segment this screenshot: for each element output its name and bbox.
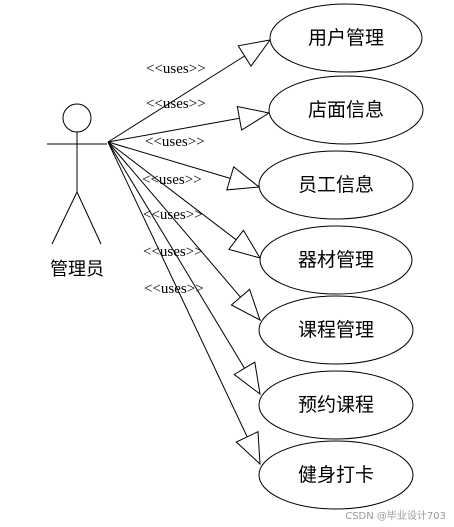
actor-admin: 管理员 [47,103,107,280]
arrow-head-icon [228,229,262,259]
actor-left-leg [51,191,78,245]
use-case-label: 器材管理 [298,249,374,271]
association-line [107,141,241,298]
association-lines [107,39,272,466]
use-case: 器材管理 [259,225,413,295]
arrow-head-icon [235,430,261,466]
use-case-label: 用户管理 [308,27,384,49]
arrow-head-icon [230,288,261,322]
use-case-label: 店面信息 [308,99,384,121]
stereotype-label: <<uses>> [146,96,206,112]
use-case-ellipse [258,440,414,510]
use-case-ellipse [258,150,414,220]
use-case: 店面信息 [268,75,424,145]
association-line [107,141,237,241]
arrow-head-icon [237,39,272,67]
stereotype-label: <<uses>> [144,281,204,297]
use-case-ellipse [268,75,424,145]
use-case-ellipse [259,225,413,295]
stereotype-label: <<uses>> [142,172,202,188]
association-line [107,141,248,438]
use-case: 课程管理 [258,295,414,365]
association-line [107,117,240,143]
watermark: CSDN @毕业设计703 [345,509,446,522]
actor-head [62,103,92,133]
association-line [107,141,231,179]
use-case: 员工信息 [258,150,414,220]
stereotype-label: <<uses>> [146,61,206,77]
use-case-label: 课程管理 [298,319,374,341]
stereotype-label: <<uses>> [143,244,203,260]
stereotype-labels: <<uses>> <<uses>> <<uses>> <<uses>> <<uses>>… [142,61,206,297]
association-line [107,55,245,143]
arrow-head-icon [233,361,261,396]
use-case-ellipse [258,295,414,365]
actor-right-leg [76,191,102,245]
stereotype-label: <<uses>> [145,134,205,150]
use-case-label: 健身打卡 [298,464,374,486]
stereotype-label: <<uses>> [143,207,203,223]
use-case: 健身打卡 [258,440,414,510]
use-case-label: 预约课程 [298,394,374,416]
association-line [107,141,245,369]
arrow-head-icon [236,105,271,131]
use-case-label: 员工信息 [298,174,374,196]
use-case-ellipse [269,3,423,73]
arrow-head-icon [226,166,261,191]
use-case: 用户管理 [269,3,423,73]
actor-label: 管理员 [50,259,104,280]
use-case-ellipse [258,370,414,440]
use-case: 预约课程 [258,370,414,440]
